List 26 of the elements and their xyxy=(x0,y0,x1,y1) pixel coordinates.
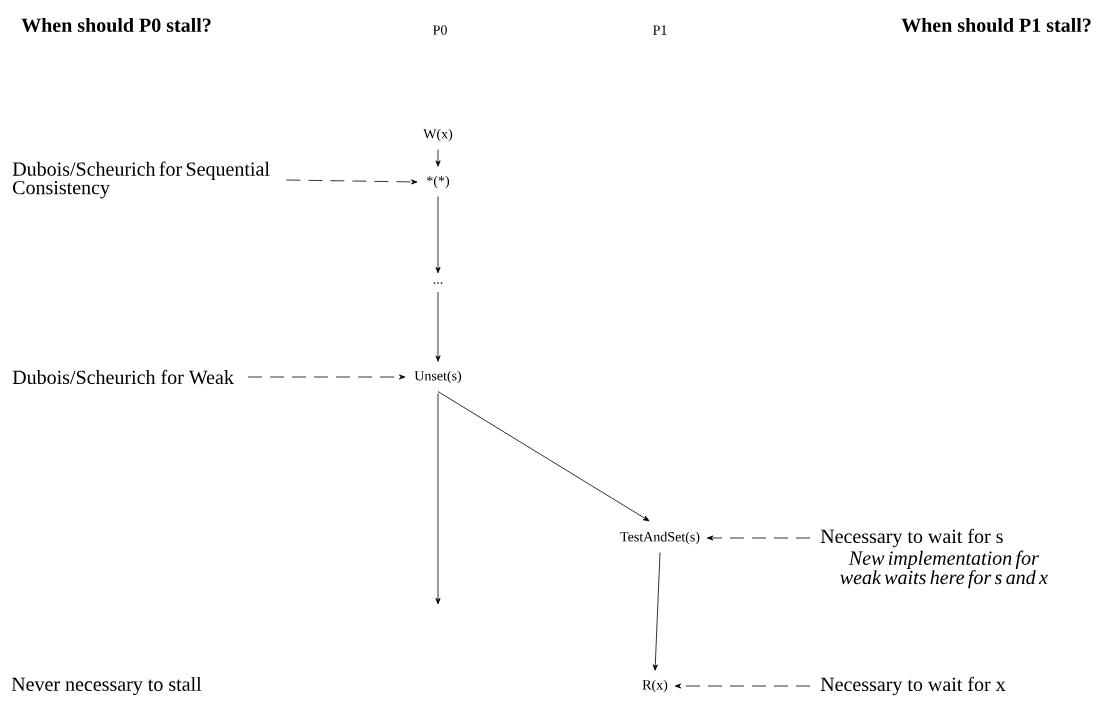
heading: When should P0 stall? xyxy=(21,17,211,33)
event-label: *(*) xyxy=(427,175,450,189)
event-label: W(x) xyxy=(423,128,453,142)
arrow xyxy=(435,149,441,167)
leader-arrow xyxy=(247,374,406,380)
arrow xyxy=(435,393,441,605)
arrow xyxy=(435,291,441,362)
event-label: R(x) xyxy=(642,679,668,693)
annotation-text: Dubois/Scheurich for Sequential Consistency xyxy=(12,161,270,199)
arrow xyxy=(652,552,661,671)
text-label: Never necessary to stall xyxy=(11,676,202,696)
leader-arrow xyxy=(674,683,811,689)
arrow xyxy=(435,196,441,274)
leader-arrow xyxy=(286,179,418,185)
heading: When should P1 stall? xyxy=(901,17,1091,33)
event-label: TestAndSet(s) xyxy=(620,531,700,545)
leader-arrow xyxy=(706,535,811,541)
annotation-text: Dubois/Scheurich for Weak xyxy=(12,369,234,385)
event-label: ... xyxy=(433,282,443,284)
text-label: P0 xyxy=(433,25,447,35)
annotation-text: Necessary to wait for s xyxy=(820,528,1003,548)
note-text: New implementation for weak waits here for s and x xyxy=(840,550,1048,589)
annotation-text: Necessary to wait for x xyxy=(820,676,1006,696)
arrow xyxy=(437,391,650,522)
text-label: P1 xyxy=(653,25,667,35)
event-label: Unset(s) xyxy=(414,370,462,384)
